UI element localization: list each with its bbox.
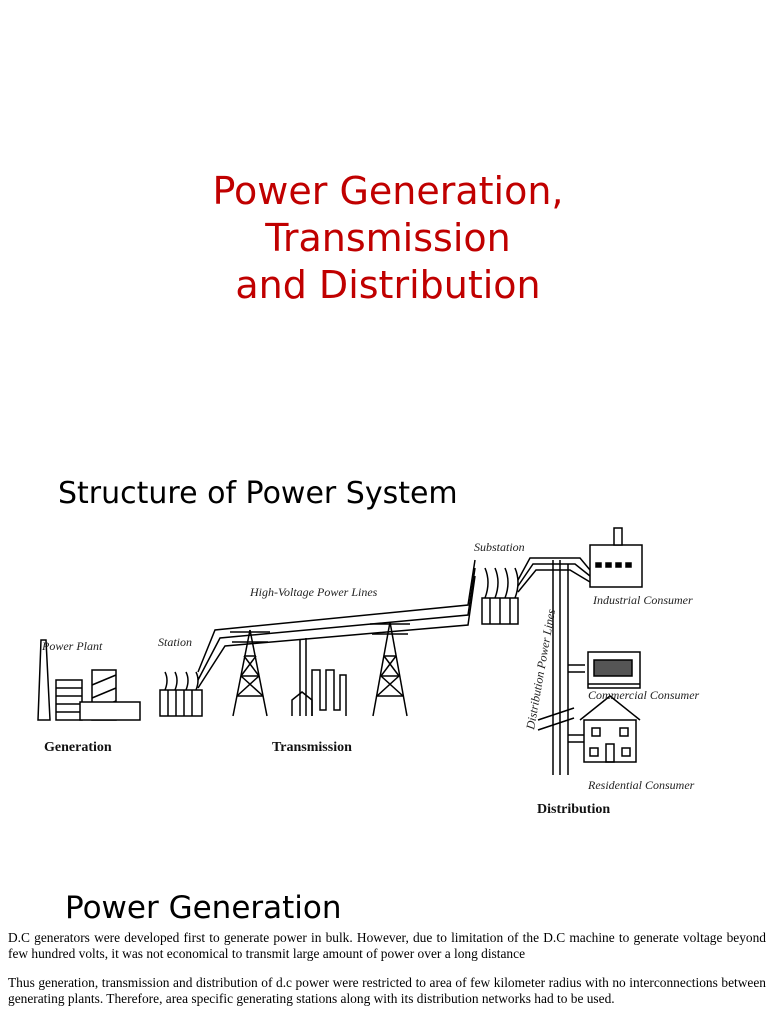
power-generation-heading: Power Generation [65, 890, 342, 926]
slide-title-line-3: and Distribution [235, 263, 541, 307]
structure-heading: Structure of Power System [58, 476, 458, 511]
slide-title: Power Generation, Transmission and Distr… [0, 168, 768, 309]
transmission-tower-icon [370, 621, 410, 717]
industrial-consumer-icon [589, 527, 643, 588]
power-system-diagram: Power Plant Station High-Voltage Power L… [37, 527, 700, 817]
paragraph-2: Thus generation, transmission and distri… [8, 975, 766, 1006]
label-commercial-consumer: Commercial Consumer [588, 688, 700, 702]
label-station: Station [158, 635, 192, 649]
section-distribution: Distribution [537, 802, 610, 817]
station-transformer-icon [159, 671, 203, 717]
label-residential-consumer: Residential Consumer [587, 778, 695, 792]
slide-title-line-1: Power Generation, [212, 169, 564, 213]
power-plant-icon [37, 639, 141, 721]
commercial-consumer-icon [587, 651, 641, 689]
section-transmission: Transmission [272, 740, 352, 755]
substation-icon [481, 567, 519, 625]
label-high-voltage-lines: High-Voltage Power Lines [249, 585, 378, 599]
transmission-tower-icon [230, 629, 270, 717]
slide-title-line-2: Transmission [265, 216, 511, 260]
paragraph-1: D.C generators were developed first to g… [8, 930, 766, 961]
label-industrial-consumer: Industrial Consumer [592, 593, 693, 607]
label-power-plant: Power Plant [41, 639, 103, 653]
factory-icon [291, 638, 347, 716]
label-substation: Substation [474, 540, 525, 554]
residential-consumer-icon [579, 695, 641, 763]
section-generation: Generation [44, 740, 112, 755]
